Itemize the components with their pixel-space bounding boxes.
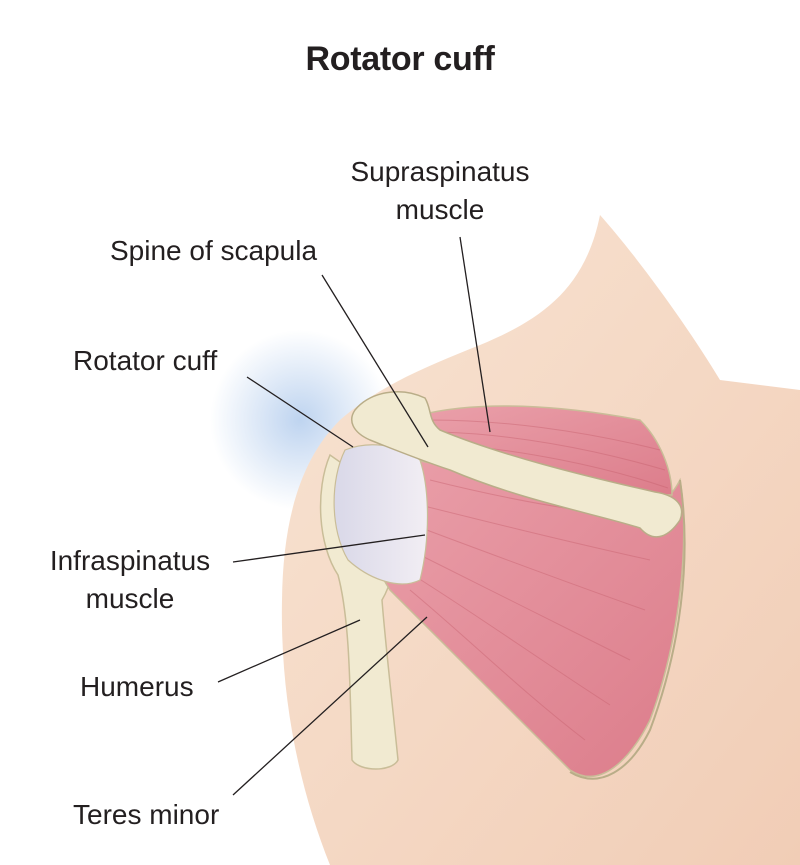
scapula-spine-bone (351, 391, 683, 538)
leader-teres-minor (232, 616, 428, 796)
leader-lines (217, 236, 491, 796)
label-supraspinatus: Supraspinatus muscle (330, 153, 550, 229)
leader-humerus (217, 619, 361, 683)
leader-spine-of-scapula (321, 274, 429, 448)
label-infraspinatus-line1: Infraspinatus (49, 545, 211, 576)
leader-supraspinatus (459, 236, 491, 433)
leader-infraspinatus (232, 534, 426, 563)
label-supraspinatus-line2: muscle (395, 194, 485, 225)
label-supraspinatus-line1: Supraspinatus (350, 156, 530, 187)
label-teres-minor: Teres minor (73, 799, 220, 830)
label-spine-of-scapula: Spine of scapula (110, 235, 318, 266)
scapula-border (569, 479, 686, 780)
page-title: Rotator cuff (305, 40, 495, 78)
label-rotator-cuff: Rotator cuff (73, 345, 218, 376)
leader-rotator-cuff (246, 376, 354, 448)
label-infraspinatus: Infraspinatus muscle (35, 542, 225, 618)
label-humerus: Humerus (80, 671, 194, 702)
label-infraspinatus-line2: muscle (85, 583, 175, 614)
